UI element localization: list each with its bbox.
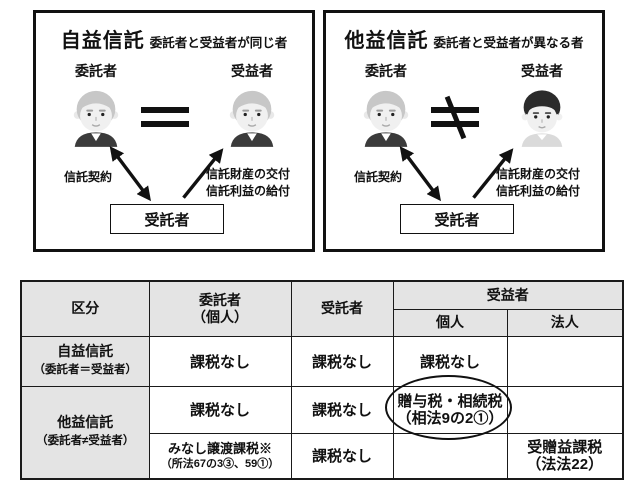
settlor-elderly-avatar-icon [73,90,119,147]
settlor-elderly-avatar-icon [363,90,409,147]
cell-taeki-settlor-lower: みなし譲渡課税※ （所法67の3③、59①） [148,432,292,480]
settlor-label: 委託者 [75,63,117,79]
header-trustee: 受託者 [290,280,394,337]
row-jieki: 自益信託 （委託者＝受益者） 課税なし 課税なし 課税なし [20,335,624,387]
delivery-labels: 信託財産の交付 信託利益の給付 [206,166,290,200]
contract-double-arrow-icon [399,146,441,202]
row-taeki-label: 他益信託 （委託者≠受益者） [20,385,150,480]
cell-jieki-beneficiary-corporate-na [506,335,624,387]
beneficiary-elderly-avatar-icon [229,90,275,147]
beneficiary-label: 受益者 [521,63,563,79]
cell-taeki-trustee-upper: 課税なし [290,385,394,434]
gift-inheritance-tax-line1: 贈与税・相続税 [397,392,503,410]
panel-taeki-shintaku: 他益信託 委託者と受益者が異なる者 委託者 受益者 [323,10,605,252]
settlor-label: 委託者 [365,63,407,79]
delivery-arrow-icon [182,148,224,199]
trustee-box: 受託者 [400,204,514,234]
relationship-arrows [399,146,514,202]
cell-taeki-trustee-lower: 課税なし [290,432,394,480]
panel-title-row: 自益信託 委託者と受益者が同じ者 [36,24,312,53]
delivery-line1: 信託財産の交付 [206,167,291,181]
row-jieki-label: 自益信託 （委託者＝受益者） [20,335,150,387]
delivery-line2: 信託利益の給付 [206,184,291,198]
delivery-arrow-icon [472,148,514,199]
header-beneficiary-corporate: 法人 [506,308,624,337]
gift-profit-tax-line2: （法法22） [526,455,604,473]
panel-jieki-shintaku: 自益信託 委託者と受益者が同じ者 委託者 受益者 [33,10,315,252]
contract-double-arrow-icon [109,146,151,202]
gift-profit-tax-line1: 受贈益課税 [527,438,603,456]
cell-jieki-beneficiary-individual: 課税なし [392,335,508,387]
deemed-transfer-tax-line1: みなし譲渡課税※ [167,440,272,456]
cell-taeki-upper-corporate-na [506,385,624,434]
gift-inheritance-tax-line2: （相法9の2①） [396,409,504,427]
equals-icon [141,105,189,129]
trust-contract-label: 信託契約 [64,170,113,184]
header-settlor-line2: （個人） [192,308,248,325]
panel-title-row: 他益信託 委託者と受益者が異なる者 [326,24,602,53]
cell-taeki-beneficiary-corporate: 受贈益課税 （法法22） [506,432,624,480]
row-taeki-upper: 他益信託 （委託者≠受益者） 課税なし 課税なし 贈与税・相続税 （相法9の2①… [20,385,624,480]
header-category: 区分 [20,280,150,337]
panel-title: 他益信託 [344,30,429,52]
delivery-labels: 信託財産の交付 信託利益の給付 [496,166,580,200]
panel-subtitle: 委託者と受益者が異なる者 [433,36,584,50]
trustee-box: 受託者 [110,204,224,234]
header-settlor-line1: 委託者 [199,291,241,308]
cell-jieki-trustee: 課税なし [290,335,394,387]
beneficiary-label: 受益者 [231,63,273,79]
beneficiary-young-avatar-icon [521,90,563,147]
header-settlor-individual: 委託者 （個人） [148,280,292,337]
row-taeki-lower: みなし譲渡課税※ （所法67の3③、59①） 課税なし 受贈益課税 （法法22） [21,432,624,480]
trust-contract-label: 信託契約 [354,170,403,184]
not-equals-icon [431,95,479,140]
delivery-line1: 信託財産の交付 [496,167,581,181]
header-beneficiary: 受益者 [392,280,624,310]
relationship-arrows [109,146,224,202]
trust-taxation-table: 区分 委託者 （個人） 受託者 受益者 個人 法人 自益信託 （委託者＝受益者）… [20,280,624,480]
deemed-transfer-tax-line2: （所法67の3③、59①） [160,457,280,470]
panel-subtitle: 委託者と受益者が同じ者 [149,36,288,50]
cell-jieki-settlor: 課税なし [148,335,292,387]
delivery-line2: 信託利益の給付 [496,184,581,198]
cell-taeki-lower-individual-na [392,432,508,480]
cell-taeki-settlor-upper: 課税なし [148,385,292,434]
header-beneficiary-individual: 個人 [392,308,508,337]
panel-title: 自益信託 [60,30,145,52]
cell-taeki-beneficiary-individual: 贈与税・相続税 （相法9の2①） [392,385,508,434]
